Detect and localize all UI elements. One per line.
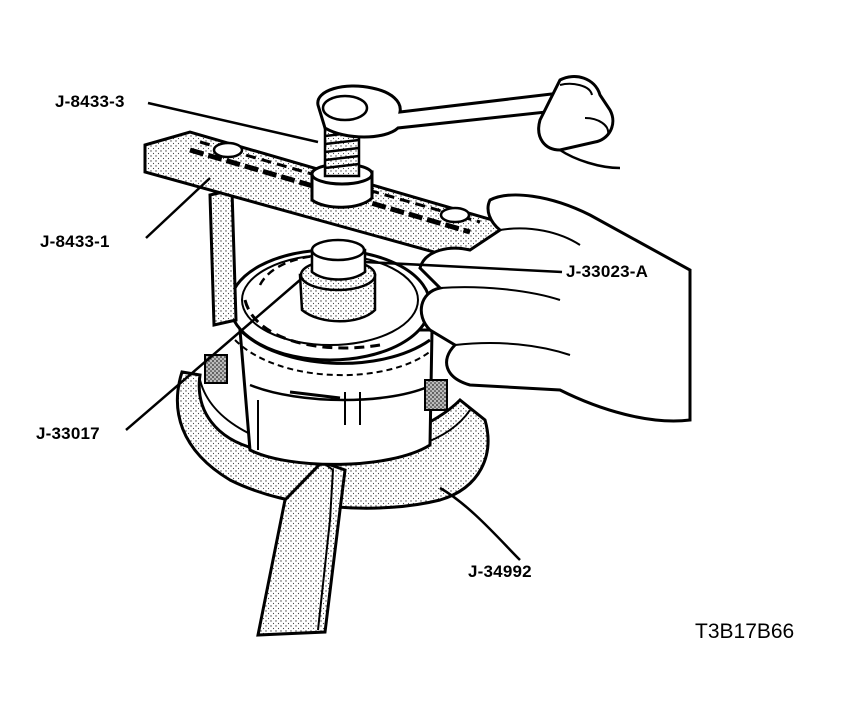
leader-j-8433-1 <box>145 177 211 239</box>
upper-hand <box>537 75 621 170</box>
leader-j-8433-3 <box>147 101 319 144</box>
leader-j-33017 <box>125 279 301 431</box>
callout-j-8433-3: J-8433-3 <box>55 92 125 111</box>
wrench <box>316 84 567 139</box>
callout-j-33017: J-33017 <box>36 424 100 443</box>
bridge-leg <box>208 188 238 327</box>
callout-j-8433-1: J-8433-1 <box>40 232 110 251</box>
leader-j-33023-a <box>364 260 563 274</box>
adapter <box>298 238 377 323</box>
figure-id: T3B17B66 <box>695 620 795 643</box>
leader-lines <box>125 101 563 561</box>
callout-j-33023-a: J-33023-A <box>566 262 649 281</box>
leader-j-34992 <box>439 486 521 561</box>
lower-hand <box>418 193 692 423</box>
clutch-drum <box>204 328 448 466</box>
callout-j-34992: J-34992 <box>468 562 532 581</box>
